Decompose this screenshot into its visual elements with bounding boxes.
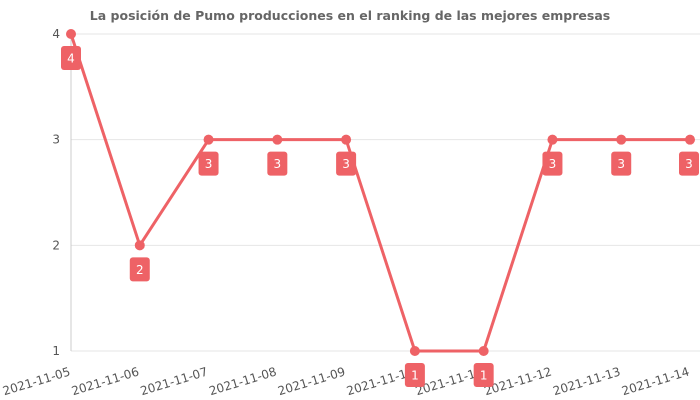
chart-title: La posición de Pumo producciones en el r… <box>89 8 611 23</box>
data-label-box <box>198 151 219 176</box>
y-tick-label: 1 <box>52 344 60 358</box>
data-labels: 4 2 3 3 3 1 1 3 3 3 <box>61 46 699 387</box>
y-tick-label: 3 <box>52 133 60 147</box>
data-label-box <box>267 151 288 176</box>
x-tick-label: 2021-11-07 <box>139 364 210 398</box>
data-label: 3 <box>205 157 213 171</box>
x-tick-label: 2021-11-09 <box>276 364 347 398</box>
gridlines <box>71 33 700 352</box>
data-label: 3 <box>685 157 693 171</box>
data-label: 2 <box>136 263 144 277</box>
data-label: 4 <box>67 52 75 66</box>
series-path <box>69 32 692 353</box>
data-point <box>272 134 283 145</box>
data-point <box>203 134 214 145</box>
y-axis-ticks: 1 2 3 4 <box>52 27 60 358</box>
data-label: 3 <box>617 157 625 171</box>
data-points <box>66 29 695 356</box>
data-label-box <box>679 151 699 176</box>
data-point <box>547 134 558 145</box>
x-tick-label: 2021-11-06 <box>70 364 141 398</box>
x-tick-label: 2021-11-08 <box>207 364 278 398</box>
data-label: 1 <box>411 369 419 383</box>
x-tick-label: 2021-11-14 <box>620 364 691 398</box>
data-label-box <box>61 46 81 70</box>
data-point <box>66 29 76 39</box>
y-tick-label: 4 <box>52 27 60 41</box>
data-label: 1 <box>480 369 488 383</box>
data-label-box <box>336 151 357 176</box>
data-label-box <box>473 363 494 387</box>
series-line <box>69 32 692 353</box>
data-point <box>616 134 627 145</box>
data-point <box>685 134 695 145</box>
data-label-box <box>404 363 425 387</box>
x-tick-label: 2021-11-05 <box>1 364 72 398</box>
data-label-box <box>129 257 150 282</box>
data-label-box <box>542 151 563 176</box>
data-label: 3 <box>342 157 350 171</box>
data-point <box>409 346 420 356</box>
y-tick-label: 2 <box>52 238 60 252</box>
data-point <box>134 240 145 251</box>
x-tick-label: 2021-11-13 <box>551 364 622 398</box>
x-axis-ticks: 2021-11-052021-11-062021-11-072021-11-08… <box>1 364 691 398</box>
data-label: 3 <box>549 157 557 171</box>
data-point <box>478 346 489 356</box>
data-label: 3 <box>274 157 282 171</box>
data-label-box <box>611 151 632 176</box>
data-point <box>341 134 352 145</box>
